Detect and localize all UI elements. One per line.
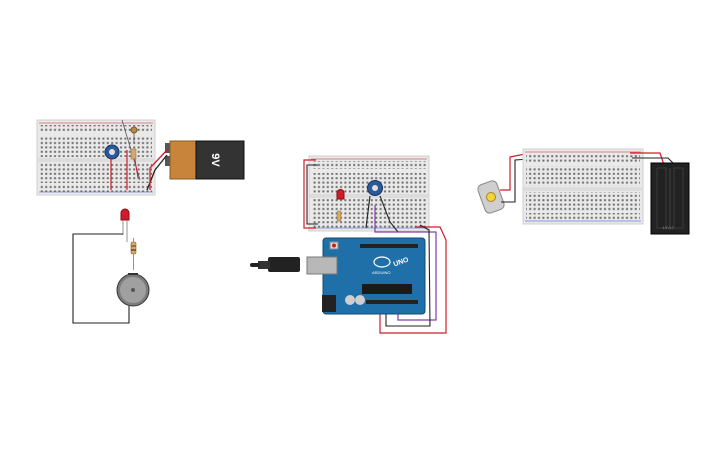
breadboard-right[interactable]	[522, 148, 644, 225]
battery-9v-label: 9V	[209, 153, 221, 167]
photoresistor-icon[interactable]	[130, 126, 138, 143]
wire-motor-red[interactable]	[500, 152, 531, 191]
resistor-center-icon[interactable]	[336, 210, 342, 222]
resistor-icon[interactable]	[130, 238, 137, 270]
led-icon[interactable]	[120, 208, 130, 242]
battery-9v-wire-red[interactable]	[149, 149, 168, 190]
wire-center-red-right[interactable]	[379, 226, 447, 334]
arduino-maker: ARDUINO	[372, 270, 390, 275]
dc-motor-icon[interactable]	[476, 179, 505, 214]
battery-9v[interactable]: 9V	[165, 140, 245, 180]
wire-center-purple[interactable]	[374, 205, 437, 321]
wire-pack-red[interactable]	[630, 152, 665, 166]
usb-cable-icon[interactable]	[250, 257, 300, 272]
breadboard-center[interactable]	[308, 155, 430, 232]
led-center-icon[interactable]	[336, 189, 345, 200]
battery-pack-label: 1.5V×2	[662, 226, 673, 230]
potentiometer-center-icon[interactable]	[367, 180, 383, 196]
buzzer-icon[interactable]	[116, 273, 150, 307]
wire-pot-black-2[interactable]	[379, 195, 399, 233]
wire-led-buzzer[interactable]	[72, 233, 130, 324]
wire-pot-black[interactable]	[365, 195, 371, 229]
wires-left[interactable]	[110, 119, 141, 190]
wire-center-black-left[interactable]	[306, 164, 318, 225]
arduino-uno-board[interactable]: UNO ARDUINO	[306, 237, 426, 315]
wire-center-red-left[interactable]	[303, 159, 316, 229]
breadboard-left[interactable]	[36, 119, 156, 196]
wire-center-black-right[interactable]	[385, 224, 431, 327]
battery-pack[interactable]: 1.5V×2	[650, 162, 690, 235]
potentiometer-icon[interactable]	[104, 144, 120, 160]
